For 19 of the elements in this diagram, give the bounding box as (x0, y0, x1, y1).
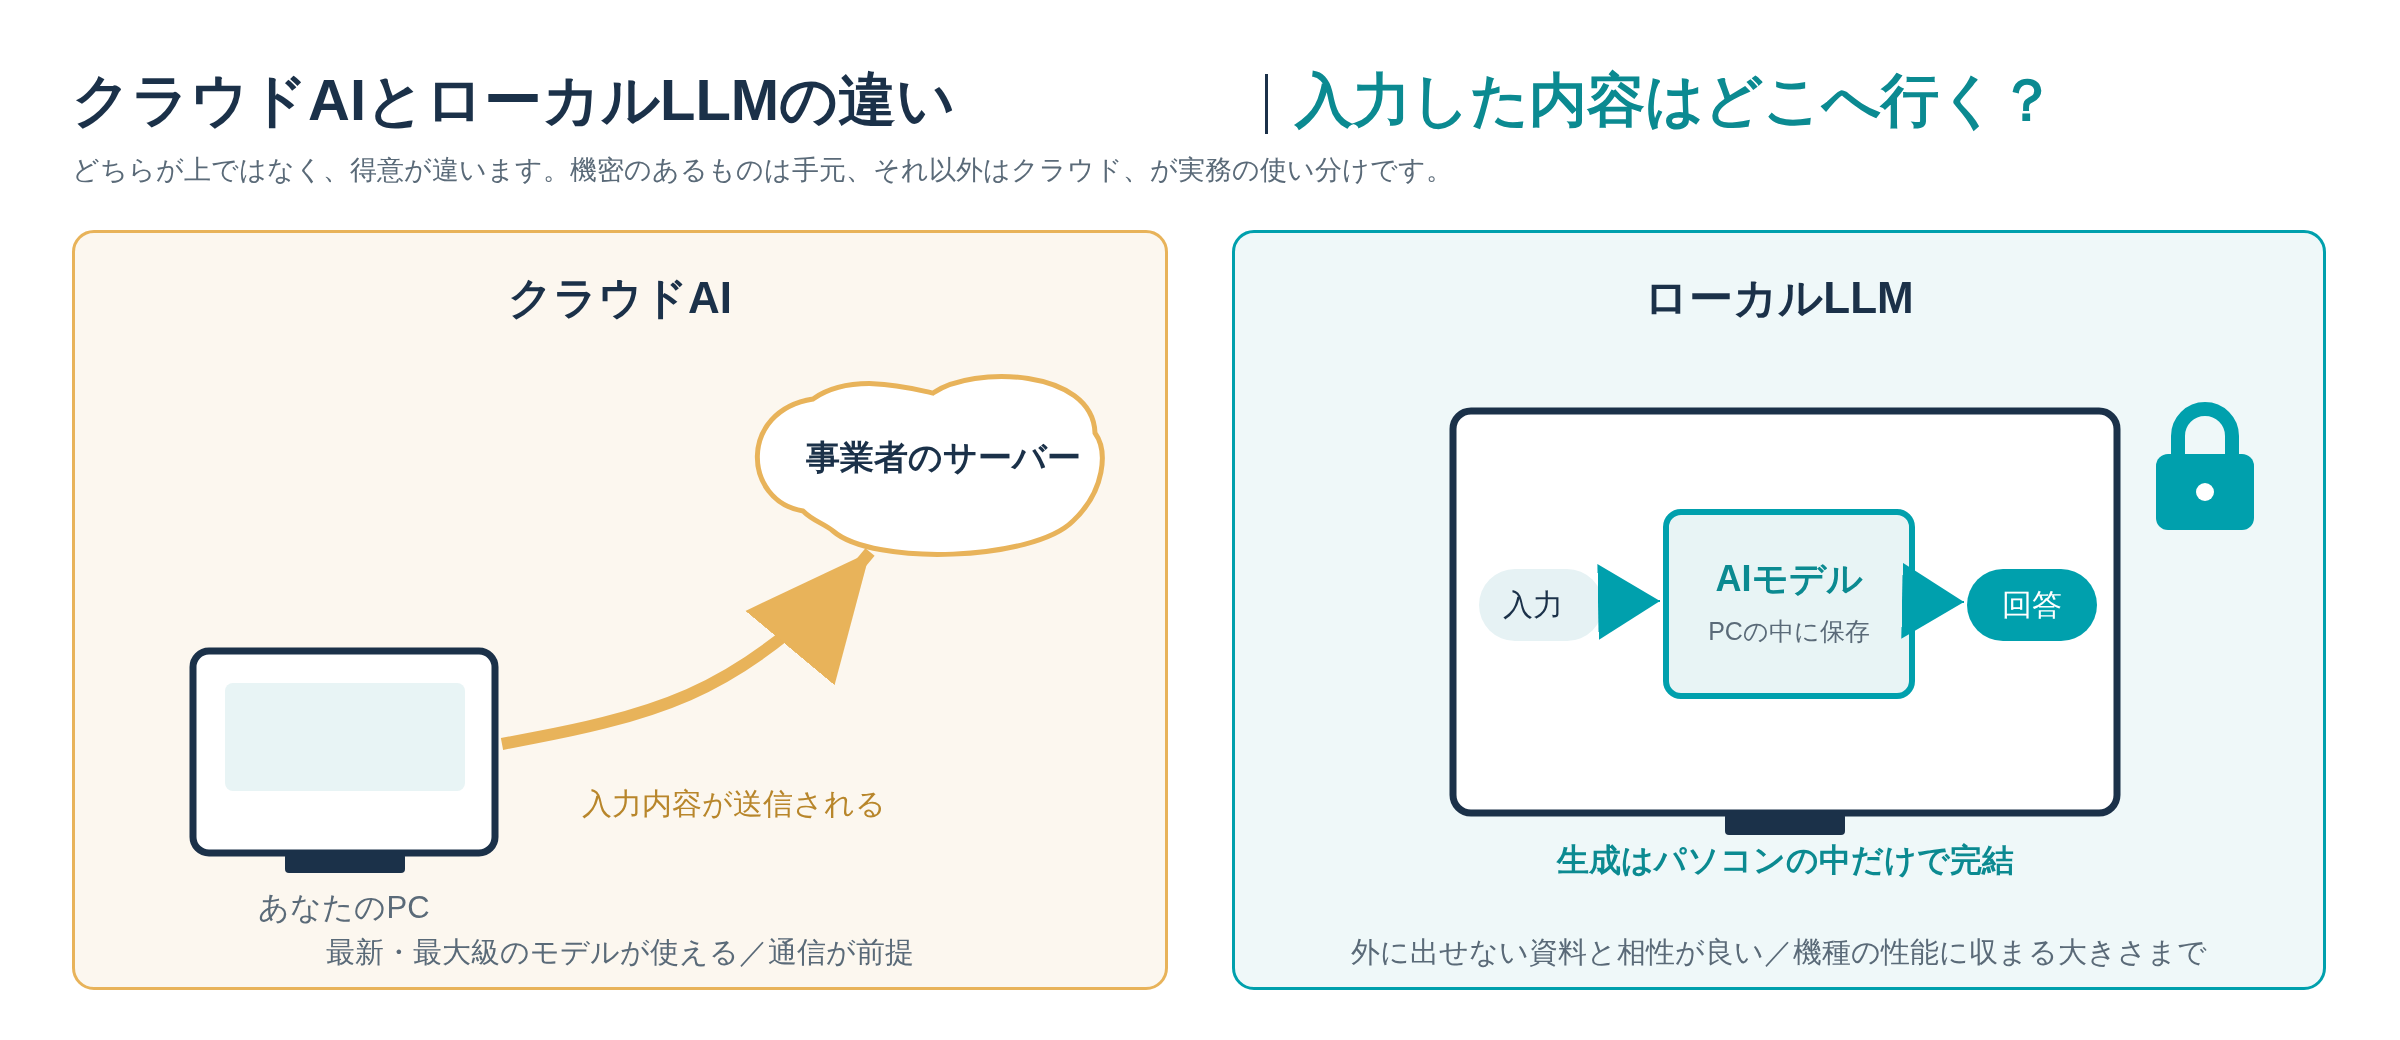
model-title: AIモデル (1714, 557, 1864, 601)
cloud-label: 事業者のサーバー (804, 437, 1082, 478)
panel-heading: クラウドAI (507, 272, 733, 324)
computer-label: あなたのPC (257, 889, 431, 927)
model-note: PCの中に保存 (1707, 616, 1871, 647)
edge-label: 入力内容が送信される (582, 786, 886, 822)
title: クラウドAIとローカルLLMの違い (72, 67, 956, 132)
subtitle: 入力した内容はどこへ行く？ (1295, 66, 2056, 134)
panel (72, 230, 1168, 990)
arrow (1901, 562, 1965, 639)
panel-heading: ローカルLLM (1643, 272, 1915, 324)
panel (1232, 230, 2326, 990)
monitor-caption: 生成はパソコンの中だけで完結 (1555, 841, 2015, 880)
description: どちらが上ではなく、得意が違います。機密のあるものは手元、それ以外はクラウド、が実務の使い分けです。 (72, 154, 1453, 187)
arrow (1597, 564, 1661, 641)
panel-note: 最新・最大級のモデルが使える／通信が前提 (325, 935, 915, 970)
arrow (500, 548, 875, 750)
model-box (1663, 509, 1915, 699)
panel-note: 外に出せない資料と相性が良い／機種の性能に収まる大きさまで (1350, 935, 2208, 970)
